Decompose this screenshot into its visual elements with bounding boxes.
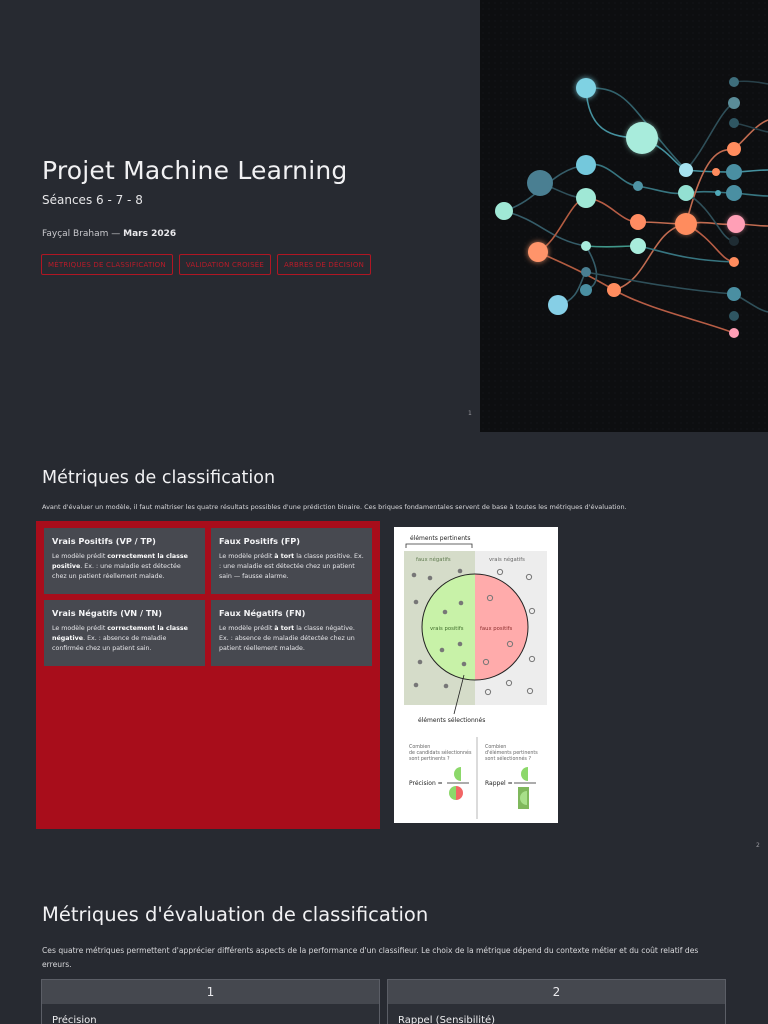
presentation-title: Projet Machine Learning <box>42 156 348 185</box>
metric-label: Précision <box>52 1015 97 1024</box>
neural-network-illustration <box>480 0 768 432</box>
precision-recall-diagram: éléments pertinents faux négatifs vrais … <box>394 527 558 823</box>
card-title: Vrais Négatifs (VN / TN) <box>52 608 163 618</box>
page-number: 2 <box>756 842 760 849</box>
svg-text:d'éléments pertinents: d'éléments pertinents <box>485 749 538 756</box>
recall-formula-label: Rappel = <box>485 780 513 787</box>
page-number: 1 <box>468 410 472 417</box>
card-true-positives: Vrais Positifs (VP / TP) Le modèle prédi… <box>44 528 205 594</box>
svg-text:sont sélectionnés ?: sont sélectionnés ? <box>485 755 531 762</box>
card-title: Vrais Positifs (VP / TP) <box>52 536 156 546</box>
metric-number: 1 <box>42 980 379 1004</box>
svg-text:de candidats sélectionnés: de candidats sélectionnés <box>409 749 472 756</box>
metric-label: Rappel (Sensibilité) <box>398 1015 496 1024</box>
tag-cross-validation: VALIDATION CROISÉE <box>178 254 271 275</box>
label-false-positives: faux positifs <box>480 626 513 632</box>
svg-text:Combien: Combien <box>409 744 430 750</box>
confusion-cards-panel: Vrais Positifs (VP / TP) Le modèle prédi… <box>36 521 380 829</box>
precision-recall-figure: éléments pertinents faux négatifs vrais … <box>404 535 547 819</box>
label-false-negatives: faux négatifs <box>416 556 451 563</box>
precision-formula-label: Précision = <box>409 780 443 787</box>
card-title: Faux Positifs (FP) <box>219 536 300 546</box>
card-description: Le modèle prédit à tort la classe négati… <box>219 625 355 652</box>
svg-text:Combien: Combien <box>485 744 506 750</box>
metric-column-recall: 2 Rappel (Sensibilité) <box>387 979 726 1024</box>
card-description: Le modèle prédit à tort la classe positi… <box>219 553 364 580</box>
card-true-negatives: Vrais Négatifs (VN / TN) Le modèle prédi… <box>44 600 205 666</box>
tag-decision-trees: ARBRES DE DÉCISION <box>276 254 372 275</box>
card-title: Faux Négatifs (FN) <box>219 608 306 618</box>
metric-number: 2 <box>388 980 725 1004</box>
label-selected: éléments sélectionnés <box>418 717 485 724</box>
label-relevant: éléments pertinents <box>410 535 471 542</box>
label-true-negatives: vrais négatifs <box>489 556 525 563</box>
section-intro: Ces quatre métriques permettent d'appréc… <box>42 946 699 969</box>
label-true-positives: vrais positifs <box>430 626 464 632</box>
tag-classification-metrics: MÉTRIQUES DE CLASSIFICATION <box>41 254 173 275</box>
slide-title: Projet Machine Learning Séances 6 - 7 - … <box>0 0 768 432</box>
card-description: Le modèle prédit correctement la classe … <box>52 553 188 580</box>
card-description: Le modèle prédit correctement la classe … <box>52 625 188 652</box>
svg-text:sont pertinents ?: sont pertinents ? <box>409 756 450 762</box>
metric-column-precision: 1 Précision <box>41 979 380 1024</box>
network-graphic <box>480 0 768 432</box>
card-false-negatives: Faux Négatifs (FN) Le modèle prédit à to… <box>211 600 372 666</box>
presentation-subtitle: Séances 6 - 7 - 8 <box>42 193 143 207</box>
author-line: Fayçal Braham — Mars 2026 <box>42 229 176 239</box>
author-name: Fayçal Braham — <box>42 229 121 239</box>
card-false-positives: Faux Positifs (FP) Le modèle prédit à to… <box>211 528 372 594</box>
section-title-classification-metrics: Métriques de classification <box>42 468 276 488</box>
presentation-date: Mars 2026 <box>123 229 177 239</box>
section-title-evaluation-metrics: Métriques d'évaluation de classification <box>42 903 429 926</box>
topic-tags: MÉTRIQUES DE CLASSIFICATION VALIDATION C… <box>41 254 372 275</box>
section-intro: Avant d'évaluer un modèle, il faut maîtr… <box>42 503 627 511</box>
